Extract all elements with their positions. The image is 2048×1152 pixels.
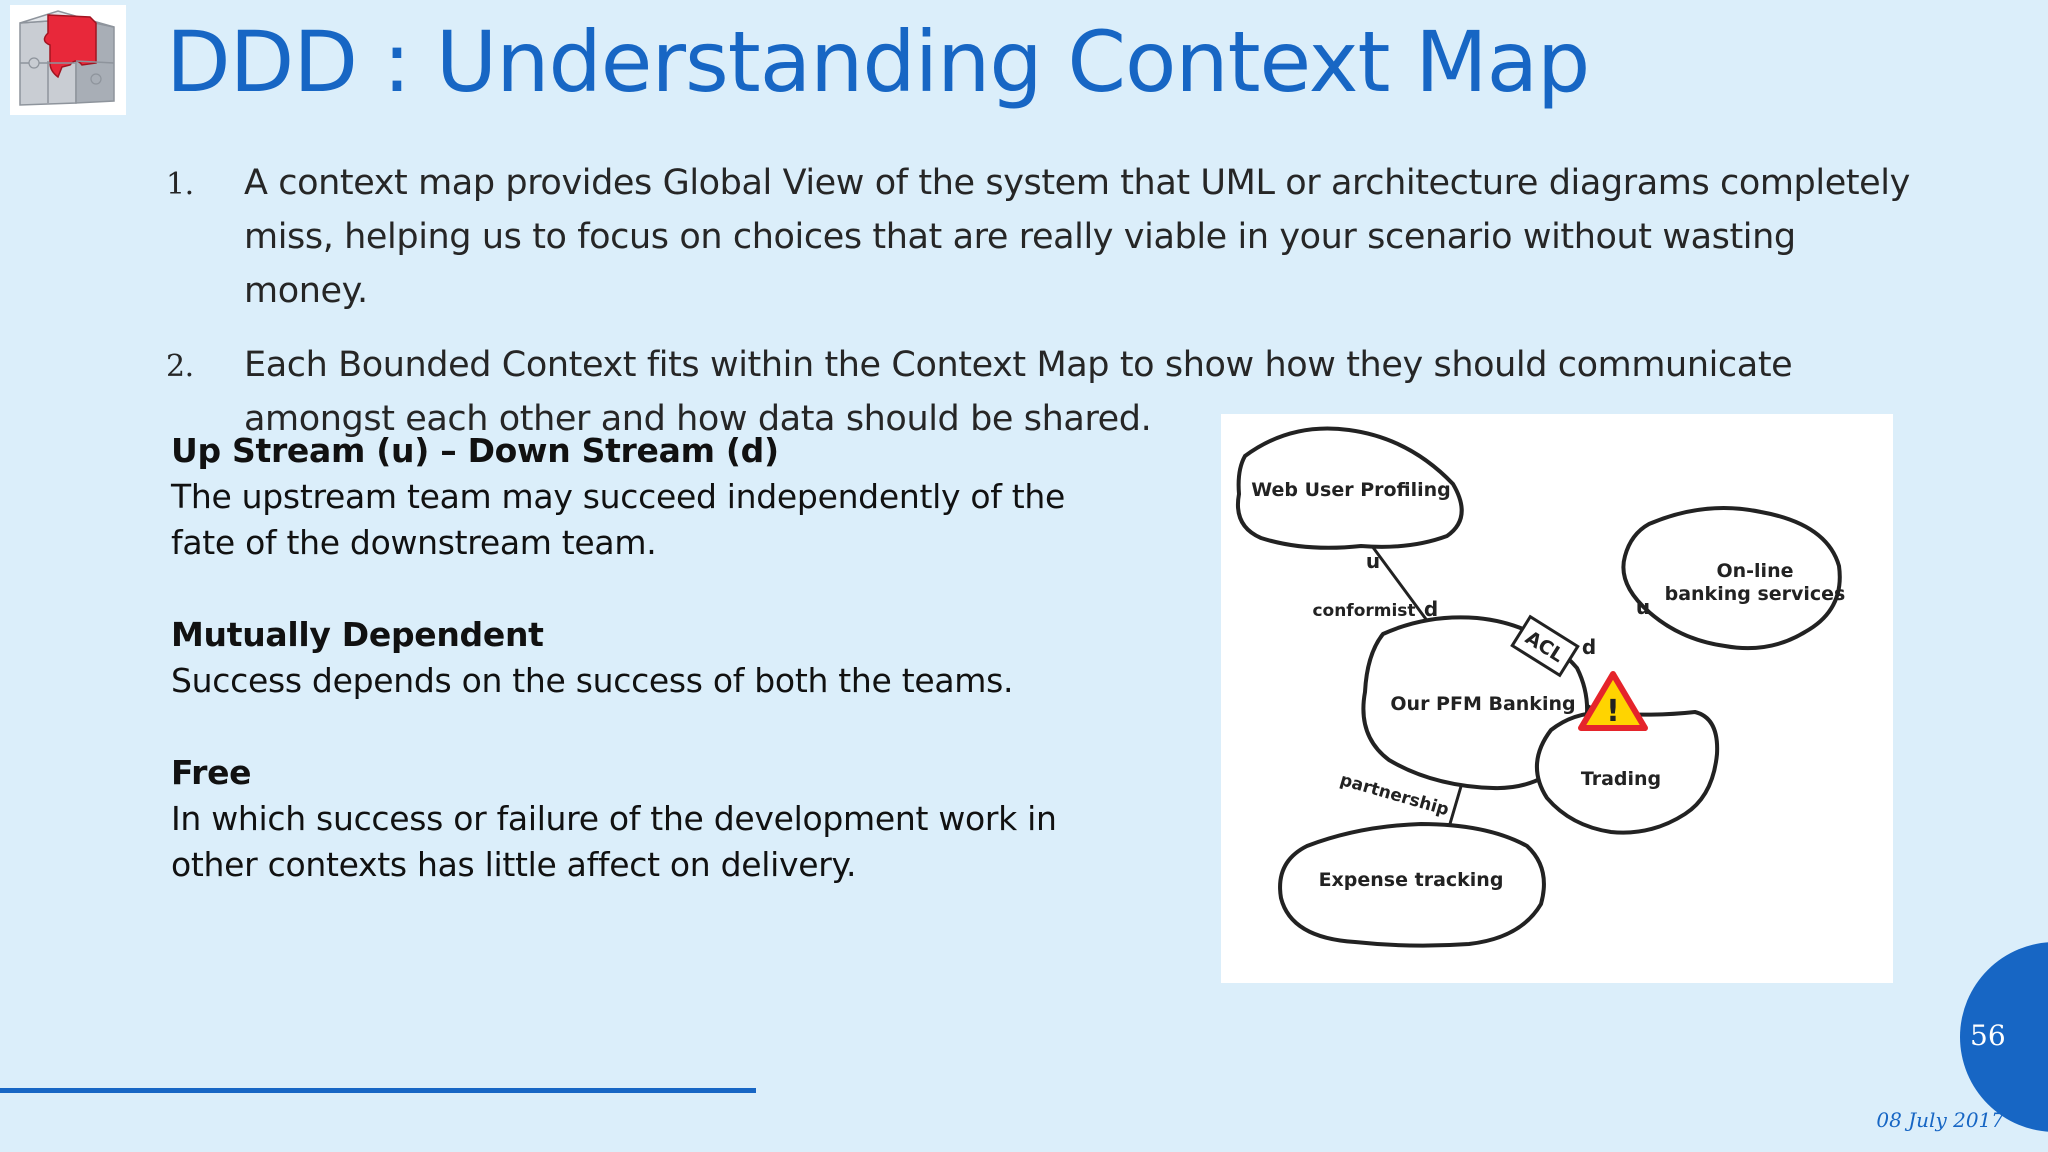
point-item: 1. A context map provides Global View of…	[166, 156, 1926, 318]
free-section: Free In which success or failure of the …	[171, 750, 1091, 888]
page-number: 56	[1970, 1019, 2006, 1052]
context-label-online-banking-line1: On-line	[1716, 560, 1793, 582]
point-number: 2.	[166, 349, 194, 384]
section-body: In which success or failure of the devel…	[171, 799, 1057, 884]
point-item: 2. Each Bounded Context fits within the …	[166, 338, 1926, 446]
puzzle-cube-logo	[10, 5, 126, 115]
context-blob-expense-tracking	[1278, 821, 1546, 948]
context-map-diagram: ACL ! Web User Profiling On-line banking…	[1221, 414, 1893, 983]
context-label-expense-tracking: Expense tracking	[1319, 869, 1504, 891]
context-blob-online-banking	[1621, 506, 1842, 651]
downstream-label: d	[1582, 635, 1596, 659]
section-heading: Up Stream (u) – Down Stream (d)	[171, 431, 779, 470]
point-number: 1.	[166, 167, 194, 202]
point-text: A context map provides Global View of th…	[244, 163, 1910, 311]
slide-title: DDD : Understanding Context Map	[166, 13, 1590, 111]
upstream-label: u	[1366, 549, 1380, 573]
context-label-online-banking-line2: banking services	[1665, 583, 1846, 605]
conformist-label: conformist	[1312, 601, 1415, 621]
context-blob-web-user-profiling	[1236, 426, 1464, 550]
connector-web-pfm	[1370, 545, 1433, 627]
footer-divider	[0, 1088, 756, 1093]
upstream-label: u	[1636, 595, 1650, 619]
warning-mark: !	[1606, 694, 1620, 729]
warning-triangle-icon: !	[1578, 671, 1648, 731]
puzzle-cube-icon	[10, 5, 126, 115]
point-text: Each Bounded Context fits within the Con…	[244, 345, 1793, 439]
context-label-web-user-profiling: Web User Profiling	[1251, 479, 1451, 501]
section-heading: Mutually Dependent	[171, 615, 544, 654]
mutually-dependent-section: Mutually Dependent Success depends on th…	[171, 612, 1091, 704]
upstream-downstream-section: Up Stream (u) – Down Stream (d) The upst…	[171, 428, 1091, 566]
context-label-pfm-banking: Our PFM Banking	[1390, 693, 1575, 715]
relationship-descriptions: Up Stream (u) – Down Stream (d) The upst…	[171, 428, 1091, 934]
section-body: The upstream team may succeed independen…	[171, 477, 1066, 562]
section-body: Success depends on the success of both t…	[171, 661, 1014, 700]
numbered-points-list: 1. A context map provides Global View of…	[166, 156, 1926, 466]
slide-date: 08 July 2017	[1876, 1108, 2004, 1132]
downstream-label: d	[1424, 597, 1438, 621]
section-heading: Free	[171, 753, 252, 792]
context-label-trading: Trading	[1581, 768, 1661, 790]
